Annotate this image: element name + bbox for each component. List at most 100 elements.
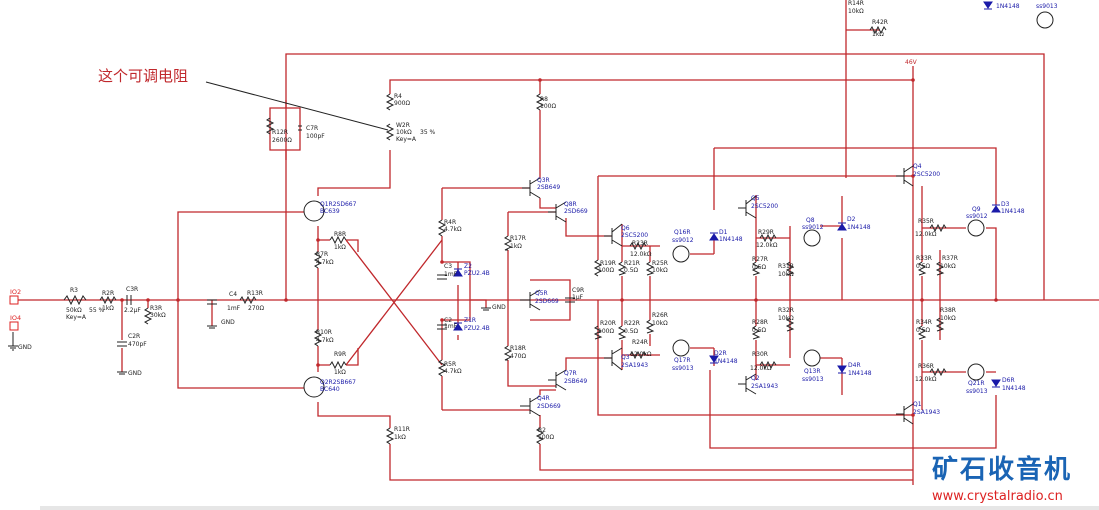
resistor-r8[interactable] — [535, 93, 545, 111]
transistor-q13r[interactable] — [803, 349, 821, 367]
resistor-r10r[interactable] — [313, 329, 323, 347]
resistor-r3r[interactable] — [143, 307, 153, 325]
resistor-r32r[interactable] — [785, 317, 795, 332]
value-r8: 100Ω — [540, 103, 556, 110]
port-io2-box[interactable] — [9, 295, 19, 305]
value-c4: 1mF — [227, 305, 241, 312]
value-r37r: 10kΩ — [940, 263, 956, 270]
resistor-r2[interactable] — [535, 427, 545, 445]
diode-d1[interactable] — [709, 232, 719, 241]
resistor-r7r[interactable] — [313, 251, 323, 269]
value-c2r: 470pF — [128, 341, 147, 348]
diode-d2[interactable] — [837, 222, 847, 231]
label-r24r: R24R — [632, 339, 648, 346]
net-gnd: GND — [128, 370, 142, 377]
resistor-r25r[interactable] — [645, 261, 655, 276]
resistor-r9r[interactable] — [329, 360, 347, 370]
resistor-r34r[interactable] — [917, 325, 927, 340]
transistor-q5r[interactable] — [520, 289, 541, 311]
transistor-q2r[interactable] — [303, 376, 325, 398]
transistor-q5[interactable] — [738, 195, 757, 219]
transistor-q8[interactable] — [803, 229, 821, 247]
resistor-r20r[interactable] — [593, 325, 603, 340]
capacitor-c2r[interactable] — [117, 341, 127, 347]
resistor-r37r[interactable] — [935, 261, 945, 276]
capacitor-c2[interactable] — [437, 324, 447, 330]
resistor-r4r[interactable] — [437, 219, 447, 237]
capacitor-c9r[interactable] — [565, 297, 575, 303]
resistor-r23r[interactable] — [629, 241, 647, 251]
horizontal-scrollbar[interactable] — [40, 506, 1099, 510]
resistor-r38r[interactable] — [935, 317, 945, 332]
label-r29r: R29R — [758, 229, 774, 236]
capacitor-c3r[interactable] — [126, 295, 132, 305]
transistor-q3[interactable] — [604, 347, 623, 371]
label-w2r: W2R — [396, 122, 410, 129]
port-io4-box[interactable] — [9, 321, 19, 331]
resistor-w2r[interactable] — [385, 123, 395, 141]
transistor-q21r[interactable] — [967, 363, 985, 381]
value-d6r: 1N4148 — [1002, 385, 1026, 392]
zener-z2[interactable] — [453, 268, 463, 277]
value-r28r: 0.5Ω — [752, 327, 767, 334]
transistor-q16r[interactable] — [672, 245, 690, 263]
resistor-r22r[interactable] — [617, 325, 627, 340]
resistor-r30r[interactable] — [759, 360, 777, 370]
resistor-r33r[interactable] — [917, 261, 927, 276]
transistor-q1r[interactable] — [303, 200, 325, 222]
capacitor-c3[interactable] — [437, 274, 447, 280]
transistor-q1[interactable] — [896, 403, 914, 425]
diode-d4r[interactable] — [837, 365, 847, 374]
label-q8: Q8 — [806, 217, 815, 224]
label-r19r: R19R — [600, 260, 616, 267]
value-r11r: 1kΩ — [394, 434, 406, 441]
resistor-r8r[interactable] — [329, 235, 347, 245]
resistor-r4[interactable] — [385, 93, 395, 111]
resistor-r27r[interactable] — [751, 261, 761, 276]
label-q3: Q3 — [621, 354, 630, 361]
resistor-r17r[interactable] — [503, 235, 513, 251]
transistor-qtop[interactable] — [1036, 11, 1054, 29]
resistor-r29r[interactable] — [759, 233, 777, 243]
resistor-r36r[interactable] — [929, 367, 947, 377]
label-r33r: R33R — [916, 255, 932, 262]
transistor-q4r[interactable] — [520, 395, 541, 417]
transistor-q2[interactable] — [738, 373, 757, 395]
resistor-r11r[interactable] — [385, 427, 395, 445]
resistor-r19r[interactable] — [593, 259, 603, 277]
resistor-r5r[interactable] — [437, 359, 447, 377]
resistor-r28r[interactable] — [751, 325, 761, 340]
diode-d3[interactable] — [991, 204, 1001, 213]
capacitor-c7r[interactable] — [298, 125, 302, 131]
diode-d2r[interactable] — [709, 355, 719, 364]
resistor-r26r[interactable] — [645, 319, 655, 334]
diode-top[interactable] — [983, 1, 993, 10]
capacitor-c4[interactable] — [207, 299, 217, 305]
resistor-r18r[interactable] — [503, 345, 513, 361]
resistor-r35r[interactable] — [929, 223, 947, 233]
transistor-q8r[interactable] — [548, 201, 567, 223]
value-r5r: 4.7kΩ — [444, 368, 462, 375]
transistor-q3r[interactable] — [522, 177, 541, 199]
value-r31r: 10kΩ — [778, 271, 794, 278]
transistor-q4[interactable] — [896, 165, 914, 187]
value-r3: 50kΩ — [66, 307, 82, 314]
resistor-r3[interactable] — [63, 294, 87, 306]
resistor-r31r[interactable] — [785, 261, 795, 276]
resistor-r12r[interactable] — [265, 117, 275, 135]
value-r23r: 12.0kΩ — [630, 251, 652, 258]
transistor-q6[interactable] — [604, 223, 623, 247]
transistor-q7r[interactable] — [548, 369, 567, 391]
zener-z1r[interactable] — [453, 322, 463, 331]
transistor-q17r[interactable] — [672, 339, 690, 357]
resistor-r13r[interactable] — [239, 295, 257, 305]
resistor-r21r[interactable] — [617, 261, 627, 276]
resistor-r24r[interactable] — [629, 350, 647, 360]
transistor-q9[interactable] — [967, 219, 985, 237]
diode-d6r[interactable] — [991, 379, 1001, 388]
label-r42r: R42R — [872, 19, 888, 26]
value-r35r: 12.0kΩ — [915, 231, 937, 238]
resistor-r42r[interactable] — [869, 25, 887, 35]
resistor-r2r[interactable] — [99, 295, 117, 305]
